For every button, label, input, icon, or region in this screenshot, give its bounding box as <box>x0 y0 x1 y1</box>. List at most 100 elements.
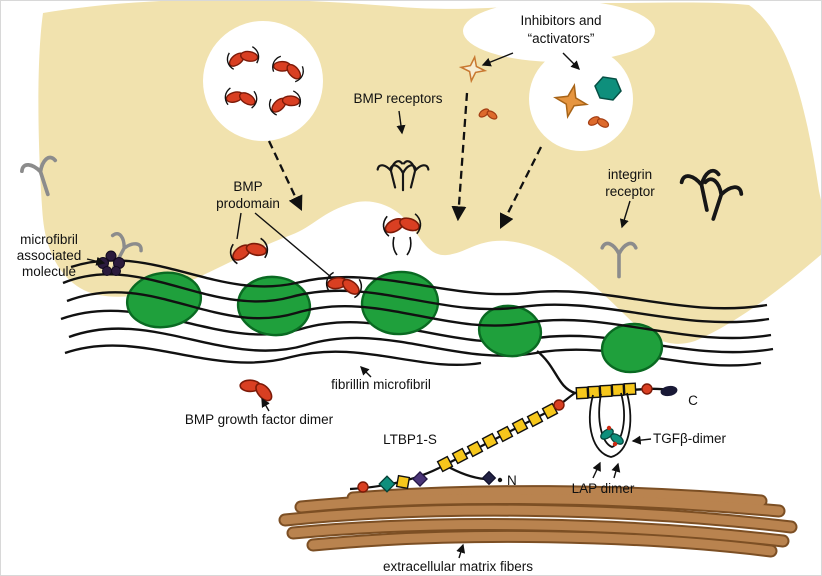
label-fibrillin-microfibril: fibrillin microfibril <box>331 377 431 392</box>
label-arrow <box>631 435 652 445</box>
lap-dimer-loops <box>589 392 632 458</box>
ecm-fiber-core <box>288 520 788 546</box>
label-n-terminus: N <box>507 473 517 488</box>
strand <box>70 259 768 310</box>
ecm-fiber-cores <box>280 487 796 556</box>
inhibitor-lobe <box>596 118 610 128</box>
label-arrow <box>86 256 106 266</box>
label-mam-line2: associated <box>17 248 82 263</box>
label-integrin-line2: receptor <box>605 184 655 199</box>
red-elements <box>223 45 653 493</box>
red-domain <box>553 399 565 411</box>
label-bmp-prodomain-line1: BMP <box>233 179 262 194</box>
text-labels: Inhibitors and “activators” BMP receptor… <box>17 13 727 574</box>
label-arrow <box>592 461 601 479</box>
purple-domain <box>412 471 428 487</box>
purple-domain-group <box>412 471 428 487</box>
label-mam-line3: molecule <box>22 264 76 279</box>
label-arrow <box>481 52 514 67</box>
label-arrow <box>611 462 621 479</box>
label-connector <box>236 212 242 240</box>
label-bmp-growth-factor-dimer: BMP growth factor dimer <box>185 412 334 427</box>
dark-domain <box>481 470 497 486</box>
inhibitor-hexagon <box>594 76 622 101</box>
label-arrow <box>396 110 406 135</box>
inhibitor-vesicle <box>529 47 633 151</box>
ltbp-domains <box>395 382 637 490</box>
chain-accessory-shapes <box>378 385 678 493</box>
molecule-lobe <box>102 266 112 276</box>
label-arrow <box>261 397 270 412</box>
label-mam-line1: microfibril <box>20 232 78 247</box>
teal-domain-group <box>378 475 396 493</box>
ltbp-domain <box>395 474 411 490</box>
tgfb-dimer-shape <box>600 428 624 445</box>
molecule-lobe <box>111 266 121 276</box>
dashed-arrow <box>451 92 469 222</box>
ltbp-domain <box>599 384 613 398</box>
tgfb-accent-dot <box>606 425 612 431</box>
inhibitor-lobe <box>587 116 601 126</box>
activator-star-outline <box>458 54 488 84</box>
inhibitor-lobe <box>486 110 498 120</box>
label-inhibitors-line1: Inhibitors and <box>520 13 601 28</box>
label-integrin-line1: integrin <box>608 167 652 182</box>
bmp-prodomain-complex <box>323 270 365 300</box>
fibrillin-beads <box>125 270 664 374</box>
strand <box>66 291 772 340</box>
fibrillin-bead <box>600 322 664 374</box>
label-bmp-receptors: BMP receptors <box>353 91 442 106</box>
tgfb-monomer <box>600 428 614 440</box>
teal-domain <box>378 475 396 493</box>
ltbp-domain <box>436 455 454 473</box>
label-connector <box>254 212 332 278</box>
fibrillin-bead <box>477 304 543 358</box>
ltbp-domain <box>511 417 529 435</box>
bmp-vesicle <box>203 21 323 141</box>
strand <box>62 273 770 324</box>
dashed-arrow <box>499 146 543 230</box>
label-arrow <box>360 366 372 378</box>
label-ltbp1s: LTBP1-S <box>383 432 437 447</box>
activator-star <box>553 83 589 119</box>
label-tgfb-dimer: TGFβ-dimer <box>653 431 727 446</box>
prodomain-cradle <box>392 236 412 256</box>
label-inhibitors-line2: “activators” <box>528 31 595 46</box>
molecule-lobe <box>105 250 117 262</box>
ltbp-fibrillin-domains <box>575 382 637 400</box>
lap-loop <box>589 392 632 458</box>
label-arrow <box>562 52 580 70</box>
ltbp-domain <box>496 425 514 443</box>
ltbp-domain <box>575 386 589 400</box>
inhibitors-background-patch <box>463 1 655 62</box>
label-c-terminus: C <box>688 393 698 408</box>
red-domain <box>357 481 369 493</box>
ecm-fiber-core <box>280 505 796 532</box>
ltbp-domain <box>526 410 544 428</box>
ltbp-domain <box>623 382 637 396</box>
dashed-arrows <box>267 92 543 230</box>
red-domain <box>641 383 653 395</box>
label-lap-dimer: LAP dimer <box>572 481 635 496</box>
inhibitor-small-dimer <box>478 108 498 120</box>
label-arrow <box>619 200 631 229</box>
tgfb-accent-dot <box>612 441 618 447</box>
ltbp-domain <box>587 385 601 399</box>
ltbp-domain <box>481 432 499 450</box>
lap-loop <box>598 392 625 448</box>
strand <box>64 344 482 367</box>
inhibitor-lobe <box>478 108 490 118</box>
inhibitor-shapes <box>458 54 622 128</box>
fibrillin-bead <box>360 270 440 336</box>
inhibitor-small-dimer <box>587 116 610 128</box>
label-ecm-fibers: extracellular matrix fibers <box>383 559 533 574</box>
chain-dot <box>497 477 503 483</box>
label-arrows <box>86 52 652 559</box>
ltbp-domain <box>451 447 469 465</box>
ecm-fiber-core <box>296 493 784 516</box>
label-bmp-prodomain-line2: prodomain <box>216 196 280 211</box>
ltbp-domain <box>611 383 625 397</box>
ecm-fiber-core <box>348 487 766 506</box>
